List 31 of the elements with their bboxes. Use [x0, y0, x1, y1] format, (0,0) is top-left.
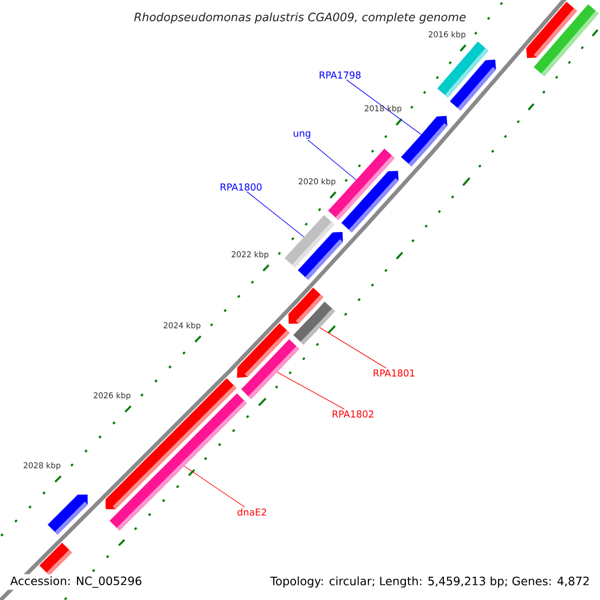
gene-label: RPA1800 [220, 183, 262, 191]
gene-label: dnaE2 [238, 508, 266, 516]
scale-label: 2024 kbp [164, 322, 200, 330]
gene-feature [450, 60, 496, 111]
leader-line [276, 372, 345, 410]
gene-feature [48, 494, 88, 535]
scale-label: 2022 kbp [232, 251, 268, 259]
scale-label: 2018 kbp [364, 105, 402, 113]
gene-feature [39, 542, 72, 576]
leader-line [308, 140, 356, 180]
gene-feature [293, 302, 335, 345]
footer-text: Topology: circular; Length: 5,459,213 bp; Genes: 4,872 [268, 574, 592, 590]
leader-line [246, 191, 304, 238]
gene-feature [241, 339, 300, 400]
leader-line [184, 466, 246, 508]
gene-label: RPA1798 [320, 71, 361, 79]
scale-label: 2020 kbp [298, 178, 336, 186]
title: Rhodopseudomonas palustris CGA009, complete genome [134, 12, 466, 24]
gene-feature [341, 170, 399, 232]
leader-line [320, 327, 387, 369]
scale-label: 2016 kbp [428, 31, 466, 39]
gene-feature [298, 232, 343, 280]
gene-label: RPA1802 [332, 410, 374, 418]
scale-label: 2026 kbp [94, 392, 130, 400]
footer-text: Accession: NC_005296 [8, 574, 144, 590]
leader-line [346, 79, 422, 135]
gene-label: ung [294, 131, 310, 139]
gene-feature [534, 4, 599, 76]
scale-label: 2028 kbp [24, 462, 60, 470]
gene-feature [401, 116, 448, 166]
gene-label: RPA1801 [374, 369, 414, 377]
